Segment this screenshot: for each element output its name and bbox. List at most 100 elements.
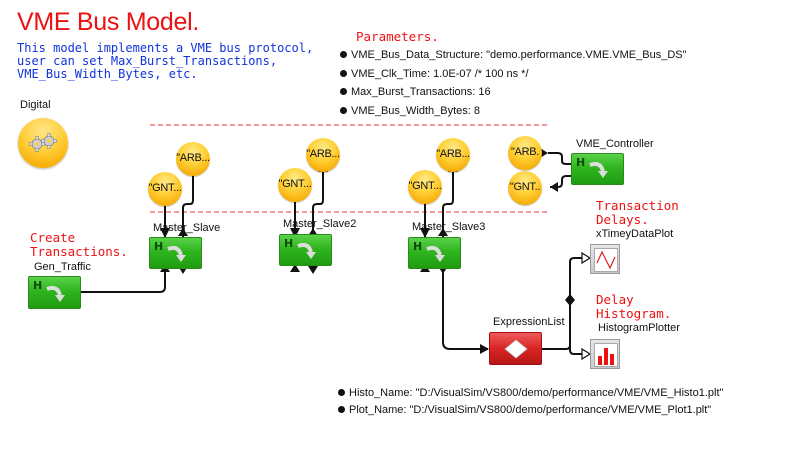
arb-port-3[interactable]: "ARB... bbox=[436, 138, 470, 172]
wire bbox=[182, 172, 194, 237]
parameter-item[interactable]: VME_Clk_Time: 1.0E-07 /* 100 ns */ bbox=[340, 65, 687, 84]
parameter-item[interactable]: VME_Bus_Width_Bytes: 8 bbox=[340, 102, 687, 121]
director-label: Digital bbox=[20, 99, 51, 111]
orb-label: "GNT... bbox=[278, 178, 312, 190]
bullet-icon bbox=[340, 51, 347, 58]
plotter-file-parameters: Histo_Name: "D:/VisualSim/VS800/demo/per… bbox=[338, 385, 723, 418]
file-parameter-item[interactable]: Plot_Name: "D:/VisualSim/VS800/demo/perf… bbox=[338, 402, 723, 419]
wire bbox=[442, 172, 454, 237]
parameter-item[interactable]: Max_Burst_Transactions: 16 bbox=[340, 83, 687, 102]
arrowhead bbox=[540, 148, 548, 158]
arrowhead bbox=[178, 228, 188, 236]
file-parameter-item[interactable]: Histo_Name: "D:/VisualSim/VS800/demo/per… bbox=[338, 385, 723, 402]
orb-label: "ARB... bbox=[176, 152, 210, 164]
arrowhead bbox=[581, 251, 592, 265]
master-slave3-block[interactable]: H bbox=[408, 237, 461, 269]
create-transactions-note: Create Transactions. bbox=[30, 231, 128, 259]
transaction-delays-note: Transaction Delays. bbox=[596, 199, 679, 227]
curved-arrow-icon bbox=[589, 161, 608, 178]
bullet-icon bbox=[340, 106, 347, 114]
arrowhead bbox=[290, 264, 300, 272]
hierarchy-icon: H bbox=[33, 279, 43, 292]
xtimey-label: xTimeyDataPlot bbox=[596, 228, 674, 240]
gnt-port-3[interactable]: "GNT... bbox=[408, 170, 442, 204]
plot-area bbox=[594, 343, 618, 367]
parameter-text: VME_Bus_Width_Bytes: 8 bbox=[351, 104, 481, 117]
parameters-heading: Parameters. bbox=[356, 29, 439, 44]
plot-area bbox=[594, 248, 618, 272]
model-description: This model implements a VME bus protocol… bbox=[17, 42, 313, 81]
curved-arrow-icon bbox=[297, 242, 316, 259]
arb-port-controller[interactable]: "ARB. bbox=[508, 136, 542, 170]
orb-label: "ARB... bbox=[306, 148, 340, 160]
description-line: This model implements a VME bus protocol… bbox=[17, 41, 314, 55]
arb-port-2[interactable]: "ARB... bbox=[306, 138, 340, 172]
orb-label: "GNT... bbox=[148, 182, 182, 194]
orb-label: "GNT... bbox=[408, 180, 442, 192]
hierarchy-icon: H bbox=[413, 240, 423, 253]
arrowhead bbox=[308, 266, 318, 274]
hierarchy-icon: H bbox=[154, 240, 164, 253]
vme-controller-block[interactable]: H bbox=[571, 153, 624, 185]
orb-label: "ARB. bbox=[510, 146, 540, 158]
diamond-icon bbox=[504, 339, 528, 359]
delay-histogram-note: Delay Histogram. bbox=[596, 293, 671, 321]
master-slave-label: Master_Slave bbox=[153, 222, 221, 234]
parameters-list: VME_Bus_Data_Structure: "demo.performanc… bbox=[340, 46, 687, 120]
master-slave-block[interactable]: H bbox=[149, 237, 202, 269]
description-line: user can set Max_Burst_Transactions, bbox=[17, 54, 278, 68]
gnt-port-1[interactable]: "GNT... bbox=[148, 172, 182, 206]
parameter-text: Max_Burst_Transactions: 16 bbox=[351, 86, 491, 98]
wire bbox=[312, 172, 324, 237]
arrowhead bbox=[480, 344, 489, 354]
bar-chart-icon bbox=[598, 348, 614, 365]
histogram-plot-block[interactable] bbox=[590, 339, 620, 369]
wire bbox=[548, 152, 572, 165]
expression-list-block[interactable] bbox=[489, 332, 542, 365]
model-title: VME Bus Model. bbox=[17, 8, 199, 36]
xtimey-plot-block[interactable] bbox=[590, 244, 620, 274]
vme-controller-label: VME_Controller bbox=[576, 138, 654, 150]
arrowhead bbox=[160, 228, 170, 238]
note-line: Delays. bbox=[596, 212, 649, 227]
arrowhead bbox=[581, 347, 592, 361]
note-line: Delay bbox=[596, 292, 634, 307]
arrowhead bbox=[290, 228, 300, 238]
note-line: Transactions. bbox=[30, 244, 128, 259]
curved-arrow-icon bbox=[167, 245, 186, 262]
orb-label: "GNT.. bbox=[509, 181, 541, 193]
gen-traffic-label: Gen_Traffic bbox=[34, 261, 91, 273]
gen-traffic-block[interactable]: H bbox=[28, 276, 81, 309]
gears-icon bbox=[29, 133, 57, 152]
parameter-text: VME_Bus_Data_Structure: "demo.performanc… bbox=[351, 49, 687, 61]
gnt-port-controller[interactable]: "GNT.. bbox=[508, 171, 542, 205]
bullet-icon bbox=[338, 405, 345, 413]
wire bbox=[80, 270, 166, 293]
wire bbox=[569, 345, 582, 355]
arrowhead bbox=[550, 182, 558, 192]
relation-diamond[interactable] bbox=[565, 294, 575, 306]
gnt-port-2[interactable]: "GNT... bbox=[278, 168, 312, 202]
file-parameter-text: Plot_Name: "D:/VisualSim/VS800/demo/perf… bbox=[349, 403, 712, 416]
expression-list-label: ExpressionList bbox=[493, 316, 565, 328]
arb-port-1[interactable]: "ARB... bbox=[176, 142, 210, 176]
histogram-label: HistogramPlotter bbox=[598, 322, 680, 334]
orb-label: "ARB... bbox=[436, 148, 470, 160]
curved-arrow-icon bbox=[46, 285, 65, 302]
parameter-item[interactable]: VME_Bus_Data_Structure: "demo.performanc… bbox=[340, 46, 687, 65]
parameter-text: VME_Clk_Time: 1.0E-07 /* 100 ns */ bbox=[351, 67, 529, 80]
director-icon[interactable] bbox=[18, 118, 68, 168]
hierarchy-icon: H bbox=[576, 156, 586, 169]
master-slave2-block[interactable]: H bbox=[279, 234, 332, 266]
note-line: Create bbox=[30, 230, 76, 245]
hierarchy-icon: H bbox=[284, 237, 294, 250]
note-line: Histogram. bbox=[596, 306, 672, 321]
wire bbox=[542, 257, 582, 350]
master-slave2-label: Master_Slave2 bbox=[283, 218, 357, 230]
note-line: Transaction bbox=[596, 198, 679, 213]
wire bbox=[442, 272, 488, 350]
file-parameter-text: Histo_Name: "D:/VisualSim/VS800/demo/per… bbox=[349, 387, 724, 399]
curved-arrow-icon bbox=[426, 245, 445, 262]
bullet-icon bbox=[338, 389, 345, 396]
line-plot-icon bbox=[596, 250, 616, 270]
